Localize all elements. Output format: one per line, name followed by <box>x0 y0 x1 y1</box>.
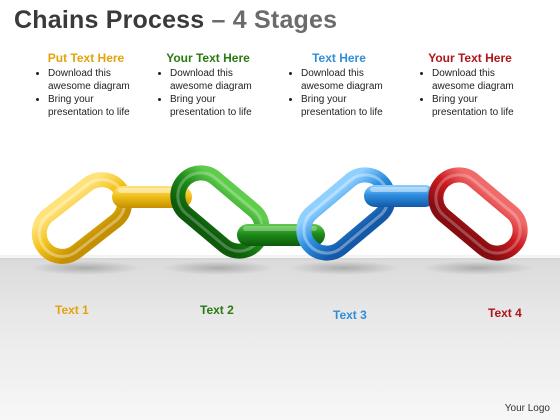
floor-surface <box>0 258 560 420</box>
stage-2-bullet-1: Download this awesome diagram <box>170 67 264 93</box>
stage-2-bullet-2: Bring your presentation to life <box>170 93 264 119</box>
chain-link-blue <box>296 167 396 261</box>
link-3-shadow <box>289 261 399 275</box>
chain-link-red <box>428 167 528 261</box>
stage-2-bullets: Download this awesome diagram Bring your… <box>152 67 264 119</box>
chain-graphic <box>30 165 533 275</box>
title-main: Chains Process <box>14 6 205 34</box>
stage-4-label: Text 4 <box>488 306 522 320</box>
stage-3-bullets: Download this awesome diagram Bring your… <box>283 67 395 119</box>
floor-shadow <box>0 255 560 261</box>
title-accent: – 4 Stages <box>211 6 338 34</box>
stage-3-label: Text 3 <box>333 308 367 322</box>
stage-2-label: Text 2 <box>200 303 234 317</box>
stage-3-bullet-2: Bring your presentation to life <box>301 93 395 119</box>
stage-3-bullet-1: Download this awesome diagram <box>301 67 395 93</box>
logo-text: Your Logo <box>504 403 550 414</box>
stage-1-heading: Put Text Here <box>47 51 125 65</box>
page-title: Chains Process – 4 Stages <box>14 6 337 35</box>
stage-3-heading: Text Here <box>312 51 366 65</box>
chain-link-blue-connector <box>364 185 436 207</box>
stage-2-heading: Your Text Here <box>166 51 250 65</box>
stage-1-bullet-1: Download this awesome diagram <box>48 67 142 93</box>
stage-1-text: Put Text Here Download this awesome diag… <box>30 51 142 119</box>
stage-4-text: Your Text Here Download this awesome dia… <box>414 51 526 119</box>
stage-1-bullet-2: Bring your presentation to life <box>48 93 142 119</box>
stage-1-label: Text 1 <box>55 303 89 317</box>
link-2-shadow <box>163 261 273 275</box>
chain-link-yellow <box>31 172 133 264</box>
stage-2-text: Your Text Here Download this awesome dia… <box>152 51 264 119</box>
stage-4-bullets: Download this awesome diagram Bring your… <box>414 67 526 119</box>
stage-3-text: Text Here Download this awesome diagram … <box>283 51 395 119</box>
link-1-shadow <box>30 261 140 275</box>
stage-4-bullet-1: Download this awesome diagram <box>432 67 526 93</box>
stage-4-bullet-2: Bring your presentation to life <box>432 93 526 119</box>
stage-1-bullets: Download this awesome diagram Bring your… <box>30 67 142 119</box>
stage-4-heading: Your Text Here <box>428 51 512 65</box>
link-4-shadow <box>423 261 533 275</box>
